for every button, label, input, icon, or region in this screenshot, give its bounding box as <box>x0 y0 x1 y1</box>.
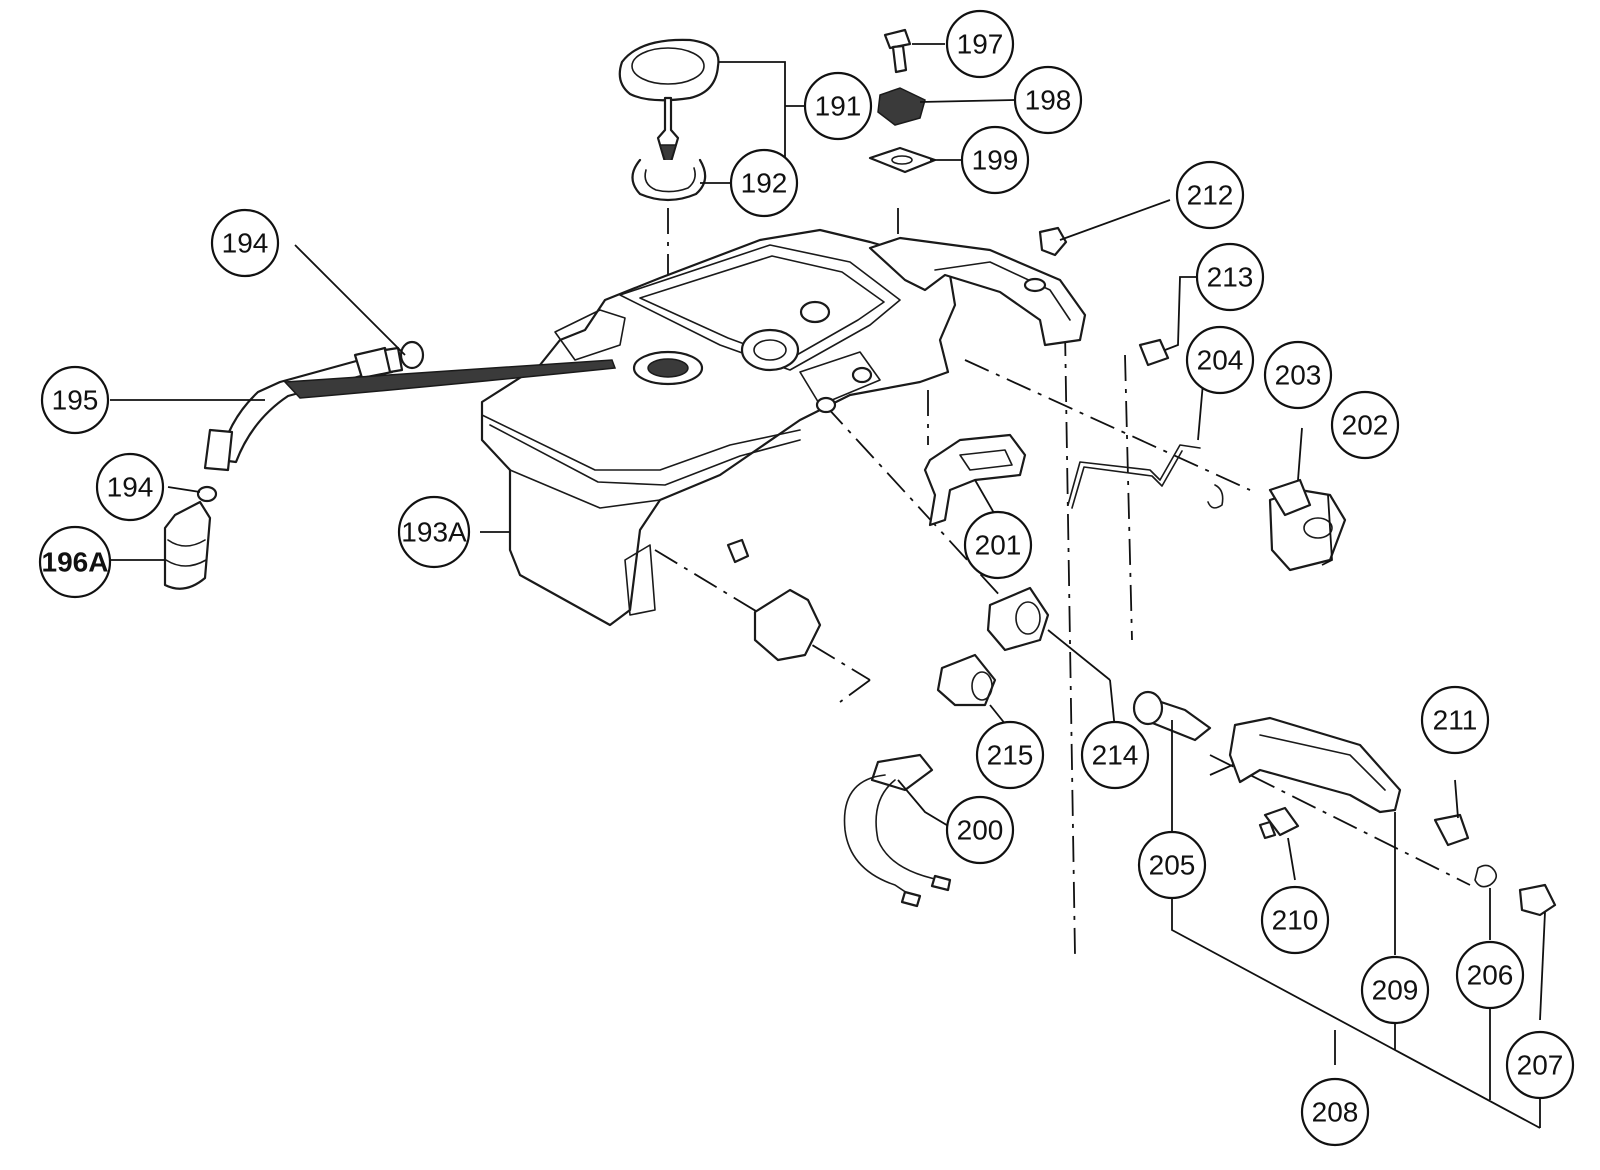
callout-label-210: 210 <box>1272 905 1319 936</box>
front-handle <box>868 236 1087 347</box>
rear-handle-assembly <box>1132 690 1557 917</box>
callout-label-212: 212 <box>1187 180 1234 211</box>
callout-211: 211 <box>1420 685 1490 755</box>
center-lines <box>654 208 1471 956</box>
callout-205: 205 <box>1137 830 1207 900</box>
callout-label-191: 191 <box>815 91 862 122</box>
callout-label-195: 195 <box>52 385 99 416</box>
callout-200: 200 <box>945 795 1015 865</box>
callout-208: 208 <box>1300 1077 1370 1147</box>
leader-lines <box>110 43 1546 1129</box>
mount-screw-nut-gasket <box>868 28 937 174</box>
callout-206: 206 <box>1455 940 1525 1010</box>
throttle-linkage <box>1067 444 1347 572</box>
callout-label-209: 209 <box>1372 975 1419 1006</box>
callout-label-214: 214 <box>1092 740 1139 771</box>
callout-label-208: 208 <box>1312 1097 1359 1128</box>
callout-202: 202 <box>1330 390 1400 460</box>
callout-label-198: 198 <box>1025 85 1072 116</box>
callout-label-207: 207 <box>1517 1050 1564 1081</box>
callout-198: 198 <box>1013 65 1083 135</box>
callout-label-203: 203 <box>1275 360 1322 391</box>
callout-label-197: 197 <box>957 29 1004 60</box>
callout-212: 212 <box>1175 160 1245 230</box>
fuel-cap <box>618 38 720 202</box>
callout-label-211: 211 <box>1433 705 1478 736</box>
callout-label-205: 205 <box>1149 850 1196 881</box>
callout-196a: 196A <box>38 525 112 599</box>
callout-label-193a: 193A <box>401 517 467 548</box>
callout-label-192: 192 <box>741 168 788 199</box>
callout-210: 210 <box>1260 885 1330 955</box>
callout-label-199: 199 <box>972 145 1019 176</box>
callout-label-194-top: 194 <box>222 228 269 259</box>
callout-209: 209 <box>1360 955 1430 1025</box>
callout-204: 204 <box>1185 325 1255 395</box>
callout-215: 215 <box>975 720 1045 790</box>
switch-and-wire <box>843 753 952 908</box>
callouts: 191 192 193A 194 194 195 196A 197 198 19… <box>38 9 1575 1147</box>
callout-194-bottom: 194 <box>95 452 165 522</box>
callout-label-196a: 196A <box>42 547 109 578</box>
callout-label-194-bottom: 194 <box>107 472 154 503</box>
callout-203: 203 <box>1263 340 1333 410</box>
callout-214: 214 <box>1080 720 1150 790</box>
callout-192: 192 <box>729 148 799 218</box>
fuel-tank <box>480 228 957 627</box>
fuel-hose-assembly <box>163 340 617 590</box>
callout-193a: 193A <box>397 495 471 569</box>
callout-197: 197 <box>945 9 1015 79</box>
callout-191: 191 <box>803 71 873 141</box>
callout-label-213: 213 <box>1207 262 1254 293</box>
callout-213: 213 <box>1195 242 1265 312</box>
small-nuts <box>1038 226 1170 367</box>
callout-label-215: 215 <box>987 740 1034 771</box>
callout-207: 207 <box>1505 1030 1575 1100</box>
callout-label-200: 200 <box>957 815 1004 846</box>
callout-label-204: 204 <box>1197 345 1244 376</box>
callout-194-top: 194 <box>210 208 280 278</box>
vibration-dampers <box>726 538 1050 707</box>
callout-195: 195 <box>40 365 110 435</box>
callout-label-201: 201 <box>975 530 1022 561</box>
callout-label-202: 202 <box>1342 410 1389 441</box>
callout-201: 201 <box>963 510 1033 580</box>
callout-199: 199 <box>960 125 1030 195</box>
callout-label-206: 206 <box>1467 960 1514 991</box>
